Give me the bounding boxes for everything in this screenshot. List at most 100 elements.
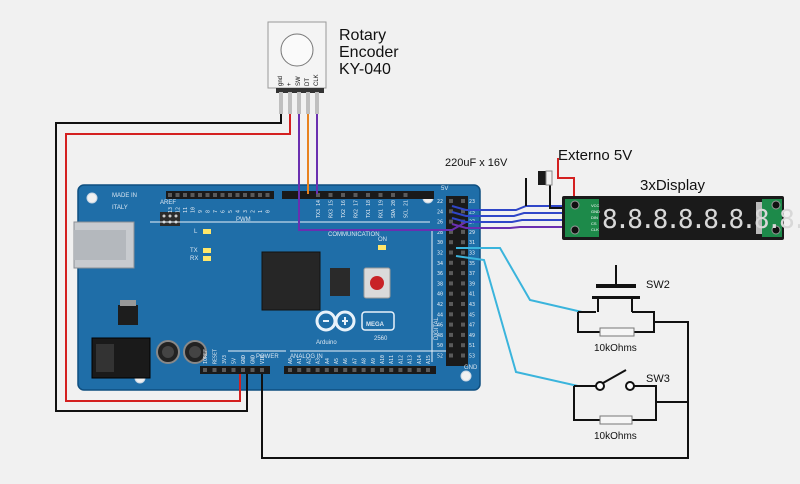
header-hole[interactable] <box>461 332 465 337</box>
header-hole[interactable] <box>228 193 232 197</box>
header-hole[interactable] <box>461 250 465 255</box>
header-hole[interactable] <box>403 193 408 197</box>
pin-label: 41 <box>469 292 475 298</box>
header-hole[interactable] <box>389 368 394 372</box>
sw3-toggle-switch[interactable] <box>595 369 635 391</box>
header-hole[interactable] <box>449 343 453 348</box>
header-hole[interactable] <box>353 193 358 197</box>
header-hole[interactable] <box>341 193 345 197</box>
encoder-pin-label: gnd <box>278 76 284 86</box>
header-hole[interactable] <box>449 229 453 234</box>
header-hole[interactable] <box>168 193 172 197</box>
header-hole[interactable] <box>352 368 357 372</box>
header-hole[interactable] <box>361 368 366 372</box>
header-hole[interactable] <box>461 281 465 286</box>
sw2-pushbutton[interactable] <box>592 265 640 312</box>
header-hole[interactable] <box>222 368 226 372</box>
pin-label: A5 <box>334 358 340 364</box>
header-hole[interactable] <box>198 193 202 197</box>
pin-label: A13 <box>408 355 414 364</box>
header-hole[interactable] <box>203 368 207 372</box>
header-hole[interactable] <box>449 332 453 337</box>
header-hole[interactable] <box>175 193 180 197</box>
header-hole[interactable] <box>449 240 453 245</box>
power-label: POWER <box>256 354 279 360</box>
header-hole[interactable] <box>265 193 270 197</box>
pin-label: 7 <box>213 210 219 213</box>
header-hole[interactable] <box>231 368 236 372</box>
header-hole[interactable] <box>391 193 395 197</box>
header-hole[interactable] <box>449 322 453 327</box>
header-hole[interactable] <box>461 322 465 327</box>
header-hole[interactable] <box>416 368 421 372</box>
header-hole[interactable] <box>213 193 217 197</box>
header-hole[interactable] <box>250 193 255 197</box>
header-hole[interactable] <box>260 368 264 372</box>
header-hole[interactable] <box>378 193 383 197</box>
header-hole[interactable] <box>205 193 210 197</box>
header-hole[interactable] <box>370 368 375 372</box>
header-hole[interactable] <box>461 271 465 276</box>
pin-header <box>166 191 274 199</box>
header-hole[interactable] <box>449 312 453 317</box>
header-hole[interactable] <box>449 260 453 265</box>
pin-label: IOREF <box>203 349 209 364</box>
header-hole[interactable] <box>380 368 384 372</box>
header-hole[interactable] <box>461 240 465 245</box>
pin-label: 53 <box>469 354 475 360</box>
header-hole[interactable] <box>258 193 262 197</box>
pin-label: A0 <box>288 358 294 364</box>
header-hole[interactable] <box>461 302 465 306</box>
pin-label: SCL 21 <box>404 200 410 218</box>
header-hole[interactable] <box>461 353 465 358</box>
pin-label: 0 <box>266 210 272 213</box>
header-hole[interactable] <box>461 199 465 203</box>
header-hole[interactable] <box>449 219 453 224</box>
header-hole[interactable] <box>288 368 292 372</box>
header-hole[interactable] <box>334 368 338 372</box>
pin-label: 49 <box>469 333 475 339</box>
header-hole[interactable] <box>250 368 255 372</box>
header-hole[interactable] <box>449 291 453 296</box>
header-hole[interactable] <box>449 271 453 276</box>
header-power-analog <box>200 366 436 374</box>
header-hole[interactable] <box>461 343 465 348</box>
header-hole[interactable] <box>343 368 348 372</box>
header-hole[interactable] <box>461 312 465 317</box>
header-hole[interactable] <box>449 353 453 358</box>
header-hole[interactable] <box>461 229 465 234</box>
header-hole[interactable] <box>241 368 245 372</box>
header-hole[interactable] <box>449 302 453 306</box>
pin-header <box>284 366 436 374</box>
header-hole[interactable] <box>306 368 311 372</box>
header-hole[interactable] <box>183 193 187 197</box>
pin-label: 4 <box>236 210 242 213</box>
header-hole[interactable] <box>190 193 195 197</box>
pin-label: 10 <box>191 207 197 213</box>
header-hole[interactable] <box>212 368 217 372</box>
header-hole[interactable] <box>243 193 247 197</box>
header-hole[interactable] <box>449 199 453 203</box>
header-hole[interactable] <box>297 368 302 372</box>
header-hole[interactable] <box>449 250 453 255</box>
header-hole[interactable] <box>316 193 320 197</box>
header-hole[interactable] <box>324 368 329 372</box>
header-hole[interactable] <box>461 260 465 265</box>
header-hole[interactable] <box>426 368 430 372</box>
pin-label: 48 <box>437 333 443 339</box>
header-hole[interactable] <box>315 368 320 372</box>
header-hole[interactable] <box>220 193 225 197</box>
header-hole[interactable] <box>461 291 465 296</box>
header-hole[interactable] <box>235 193 240 197</box>
header-hole[interactable] <box>449 281 453 286</box>
model-sub-label: 2560 <box>374 336 388 342</box>
encoder-pin-label: DT <box>305 78 311 86</box>
header-hole[interactable] <box>366 193 370 197</box>
header-hole[interactable] <box>398 368 403 372</box>
encoder-knob[interactable] <box>280 33 314 67</box>
header-hole[interactable] <box>461 209 465 214</box>
header-hole[interactable] <box>449 209 453 214</box>
header-hole[interactable] <box>407 368 412 372</box>
header-hole[interactable] <box>328 193 333 197</box>
